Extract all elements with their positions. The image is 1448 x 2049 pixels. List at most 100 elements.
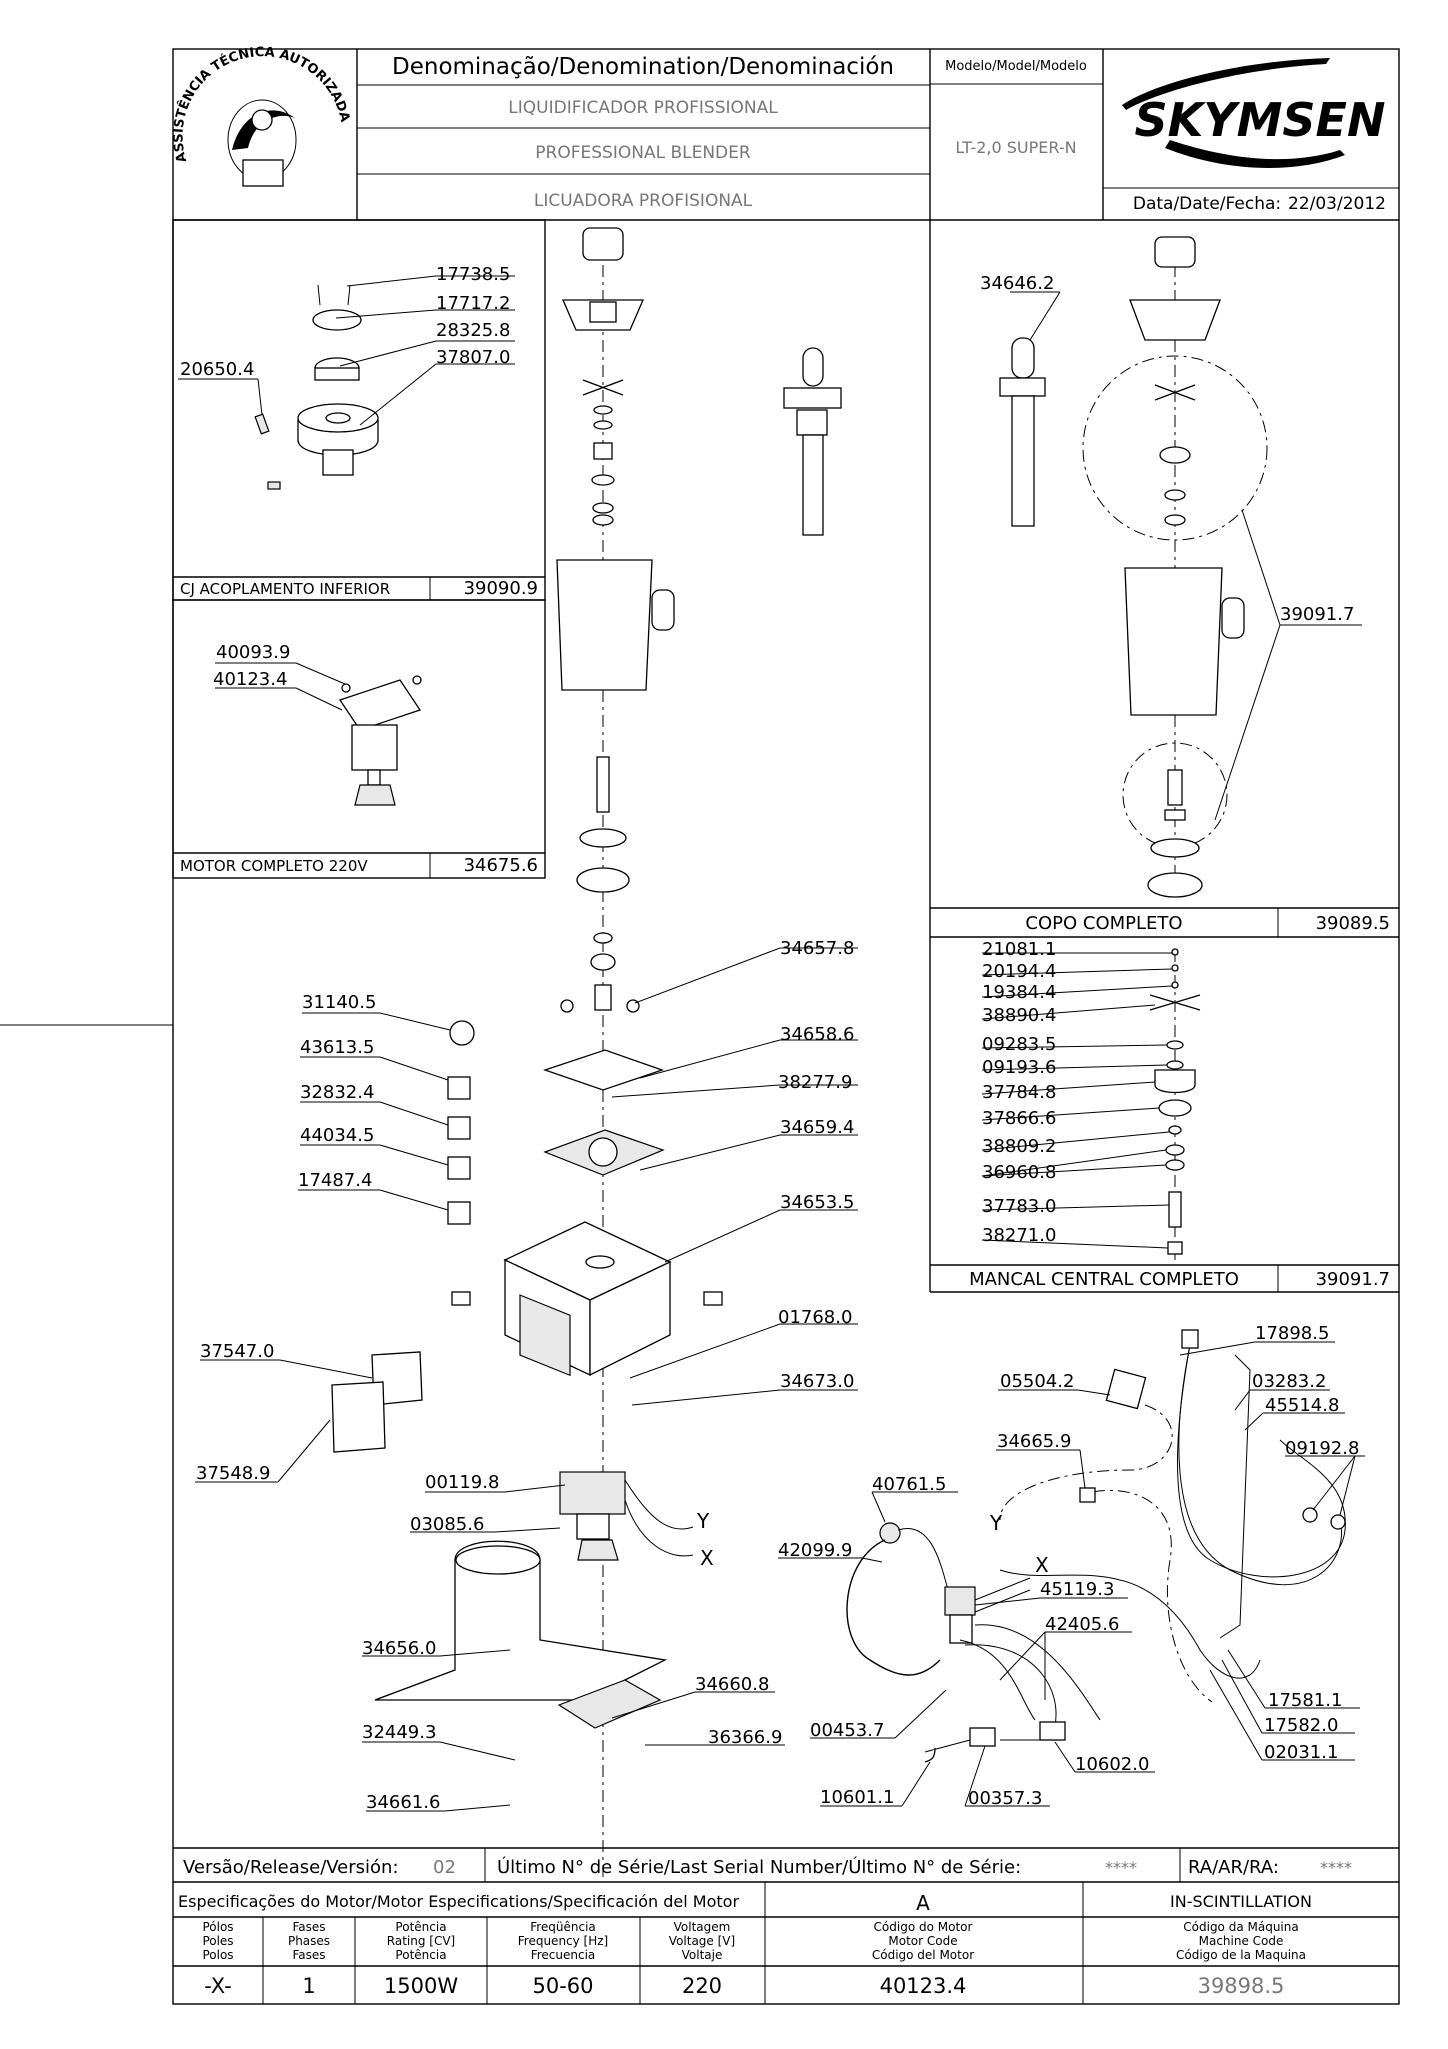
denomination-title: Denominação/Denomination/Denominación xyxy=(392,54,894,80)
svg-text:Pólos: Pólos xyxy=(202,1920,233,1934)
product-name-es: LICUADORA PROFISIONAL xyxy=(534,191,753,211)
part-43613-5: 43613.5 xyxy=(300,1037,374,1058)
part-17581-1: 17581.1 xyxy=(1268,1690,1342,1711)
product-name-en: PROFESSIONAL BLENDER xyxy=(535,143,751,163)
model-label: Modelo/Model/Modelo xyxy=(945,59,1087,74)
svg-text:Voltaje: Voltaje xyxy=(682,1948,723,1962)
part-42099-9: 42099.9 xyxy=(778,1540,852,1561)
coupling-code: 39090.9 xyxy=(464,578,538,599)
part-34657-8: 34657.8 xyxy=(780,938,854,959)
part-20194-4: 20194.4 xyxy=(982,961,1056,982)
svg-text:Phases: Phases xyxy=(288,1934,330,1948)
part-44034-5: 44034.5 xyxy=(300,1125,374,1146)
serial-label: Último N° de Série/Last Serial Number/Úl… xyxy=(497,1856,1021,1878)
part-05504-2: 05504.2 xyxy=(1000,1371,1074,1392)
part-37783-0: 37783.0 xyxy=(982,1196,1056,1217)
part-38271-0: 38271.0 xyxy=(982,1225,1056,1246)
part-28325-8: 28325.8 xyxy=(436,320,510,341)
part-10601-1: 10601.1 xyxy=(820,1787,894,1808)
shaft-34646-2 xyxy=(999,337,1046,527)
coupling-title: CJ ACOPLAMENTO INFERIOR xyxy=(180,580,390,598)
part-38277-9: 38277.9 xyxy=(778,1072,852,1093)
part-34659-4: 34659.4 xyxy=(780,1117,854,1138)
svg-text:ASSISTÊNCIA TÉCNICA AUTORIZADA: ASSISTÊNCIA TÉCNICA AUTORIZADA xyxy=(171,45,352,164)
authorized-technical-assistance-seal: ASSISTÊNCIA TÉCNICA AUTORIZADA xyxy=(171,45,352,187)
wire-y-right: Y xyxy=(989,1511,1003,1535)
bearing-detail-drawing xyxy=(1149,948,1201,1260)
ra-value: **** xyxy=(1320,1858,1352,1877)
cup-complete-drawing xyxy=(1082,236,1268,898)
part-42405-6: 42405.6 xyxy=(1045,1614,1119,1635)
wire-x-left: X xyxy=(700,1546,714,1570)
part-32832-4: 32832.4 xyxy=(300,1082,374,1103)
svg-text:Frecuencia: Frecuencia xyxy=(531,1948,596,1962)
part-20650-4: 20650.4 xyxy=(180,359,254,380)
part-38890-4: 38890.4 xyxy=(982,1005,1056,1026)
part-32449-3: 32449.3 xyxy=(362,1722,436,1743)
svg-text:Fases: Fases xyxy=(292,1920,325,1934)
part-37547-0: 37547.0 xyxy=(200,1341,274,1362)
part-37784-8: 37784.8 xyxy=(982,1082,1056,1103)
svg-text:Machine Code: Machine Code xyxy=(1199,1934,1284,1948)
part-09193-6: 09193.6 xyxy=(982,1057,1056,1078)
part-36366-9: 36366.9 xyxy=(708,1727,782,1748)
motor-drawing xyxy=(338,675,422,806)
serial-value: **** xyxy=(1105,1858,1137,1877)
part-40123-4: 40123.4 xyxy=(213,669,287,690)
part-34653-5: 34653.5 xyxy=(780,1192,854,1213)
ground-symbol xyxy=(449,1020,475,1046)
part-09283-5: 09283.5 xyxy=(982,1034,1056,1055)
part-38809-2: 38809.2 xyxy=(982,1136,1056,1157)
part-21081-1: 21081.1 xyxy=(982,939,1056,960)
part-19384-4: 19384.4 xyxy=(982,982,1056,1003)
part-34660-8: 34660.8 xyxy=(695,1674,769,1695)
part-03283-2: 03283.2 xyxy=(1252,1371,1326,1392)
ra-label: RA/AR/RA: xyxy=(1188,1857,1279,1878)
wire-x-right: X xyxy=(1035,1553,1049,1577)
val-machine-code: 39898.5 xyxy=(1198,1974,1285,1998)
svg-text:Poles: Poles xyxy=(202,1934,233,1948)
part-34665-9: 34665.9 xyxy=(997,1431,1071,1452)
product-name-pt: LIQUIDIFICADOR PROFISSIONAL xyxy=(508,98,778,118)
svg-text:Voltagem: Voltagem xyxy=(674,1920,731,1934)
part-40761-5: 40761.5 xyxy=(872,1474,946,1495)
part-31140-5: 31140.5 xyxy=(302,992,376,1013)
svg-text:Potência: Potência xyxy=(395,1920,446,1934)
svg-text:Código da Máquina: Código da Máquina xyxy=(1183,1920,1298,1934)
val-phases: 1 xyxy=(302,1974,315,1998)
part-37548-9: 37548.9 xyxy=(196,1463,270,1484)
val-motor-code: 40123.4 xyxy=(880,1974,967,1998)
part-39091-7-cup: 39091.7 xyxy=(1280,604,1354,625)
part-17898-5: 17898.5 xyxy=(1255,1323,1329,1344)
svg-text:Freqüência: Freqüência xyxy=(530,1920,596,1934)
svg-text:Motor Code: Motor Code xyxy=(888,1934,957,1948)
cup-title: COPO COMPLETO xyxy=(1025,913,1182,934)
part-34673-0: 34673.0 xyxy=(780,1371,854,1392)
part-17738-5: 17738.5 xyxy=(436,264,510,285)
motor-title: MOTOR COMPLETO 220V xyxy=(180,857,368,875)
svg-text:Rating [CV]: Rating [CV] xyxy=(387,1934,455,1948)
bearing-leaders xyxy=(981,952,1173,1249)
central-exploded-assembly xyxy=(374,227,723,1880)
brand-name: SKYMSEN xyxy=(1135,93,1386,147)
part-45514-8: 45514.8 xyxy=(1265,1395,1339,1416)
part-37807-0: 37807.0 xyxy=(436,347,510,368)
part-00453-7: 00453.7 xyxy=(810,1720,884,1741)
motor-panel xyxy=(172,599,546,879)
part-34656-0: 34656.0 xyxy=(362,1638,436,1659)
part-02031-1: 02031.1 xyxy=(1264,1742,1338,1763)
svg-text:Potência: Potência xyxy=(395,1948,446,1962)
val-poles: -X- xyxy=(204,1974,231,1998)
bearing-code: 39091.7 xyxy=(1316,1269,1390,1290)
wire-y-left: Y xyxy=(696,1509,710,1533)
svg-text:Voltage [V]: Voltage [V] xyxy=(669,1934,735,1948)
part-17487-4: 17487.4 xyxy=(298,1170,372,1191)
date-label: Data/Date/Fecha: xyxy=(1133,194,1281,214)
val-frequency: 50-60 xyxy=(532,1974,593,1998)
part-45119-3: 45119.3 xyxy=(1040,1579,1114,1600)
part-34658-6: 34658.6 xyxy=(780,1024,854,1045)
part-00119-8: 00119.8 xyxy=(425,1472,499,1493)
drawing-frame xyxy=(172,48,1400,2005)
svg-text:Fases: Fases xyxy=(292,1948,325,1962)
